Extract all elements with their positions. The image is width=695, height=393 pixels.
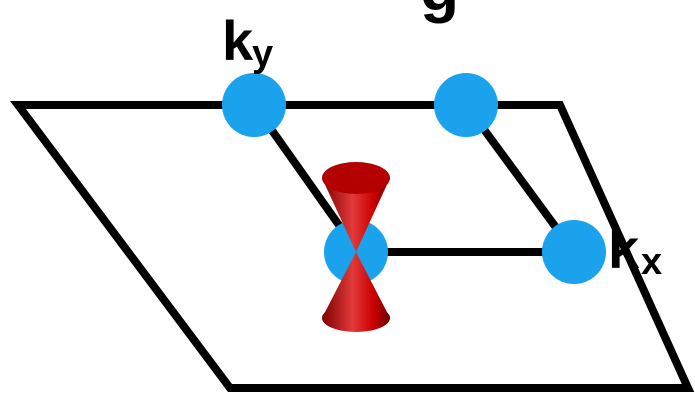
dirac-double-cone xyxy=(322,162,390,332)
upper-cone-cap xyxy=(322,162,390,194)
lower-cone-body xyxy=(322,252,390,318)
ky-label-subscript: y xyxy=(252,33,273,75)
lower-cone-base xyxy=(322,304,390,332)
node-top-right xyxy=(434,73,498,137)
k-plane-parallelogram xyxy=(10,101,695,392)
kx-label-subscript: x xyxy=(641,241,662,283)
kx-label: k x xyxy=(608,217,662,283)
node-kx xyxy=(542,220,606,284)
ky-label: k y xyxy=(222,9,273,75)
node-ky xyxy=(222,73,286,137)
kx-label-main: k xyxy=(608,217,640,280)
ky-label-main: k xyxy=(222,9,254,72)
top-partial-label: g xyxy=(420,0,459,24)
upper-cone-body xyxy=(322,178,390,252)
